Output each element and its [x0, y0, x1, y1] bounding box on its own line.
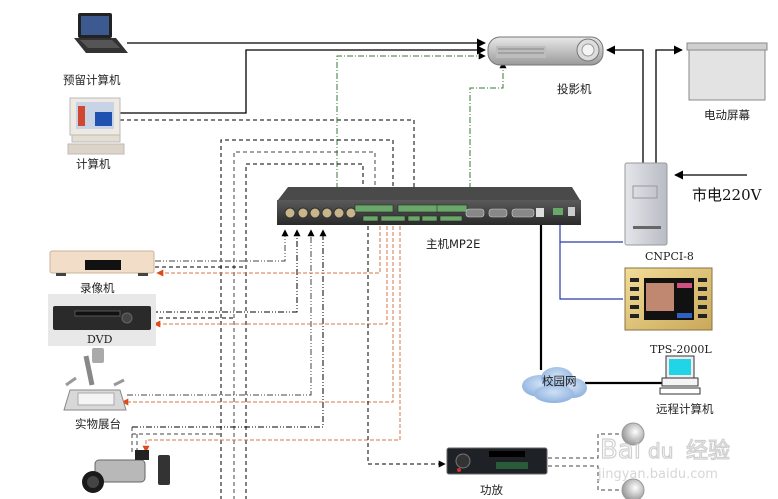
mains-label: 市电220V: [692, 186, 763, 204]
watermark-url: jingyan.baidu.com: [597, 467, 718, 482]
host: 主机MP2E: [277, 187, 581, 251]
line-camcorder-host: [132, 229, 327, 428]
document-camera-icon: [63, 348, 127, 411]
speaker-icon: [621, 422, 645, 446]
campus-network: 校园网: [522, 367, 587, 403]
vcr: 录像机: [49, 250, 155, 295]
line-pc-host: [120, 119, 418, 201]
line-loop-2: [233, 151, 379, 499]
cloud-icon: [522, 367, 587, 403]
camcorder: [82, 450, 170, 493]
touch-panel-label: TPS-2000L: [650, 343, 712, 356]
remote-pc-label: 远程计算机: [656, 402, 714, 416]
remote-pc: 远程计算机: [656, 355, 714, 416]
dvd-player-icon: [53, 306, 151, 330]
touch-panel-icon: [624, 267, 713, 331]
amplifier-label: 功放: [480, 483, 503, 497]
vcr-label: 录像机: [80, 281, 115, 295]
host-label: 主机MP2E: [426, 237, 480, 251]
watermark-brand-jingyan: 经验: [686, 439, 730, 464]
dvd-label: DVD: [87, 333, 113, 346]
dvd: DVD: [48, 294, 156, 346]
power-controller: CNPCI-8: [624, 162, 694, 263]
line-host-vcr-ctrl: [156, 226, 381, 277]
line-host-projector-a: [336, 52, 486, 200]
power-box-icon: [624, 162, 668, 246]
amplifier-icon: [446, 447, 548, 475]
watermark: Bai du 经验 jingyan.baidu.com: [597, 434, 731, 482]
laptop-icon: [74, 13, 128, 53]
line-visualizer-host: [127, 229, 315, 396]
line-host-panel: [559, 242, 623, 300]
projection-screen-icon: [686, 42, 768, 101]
control-host-icon: [277, 187, 581, 225]
visualizer-label: 实物展台: [75, 417, 121, 431]
projector: 投影机: [487, 36, 604, 96]
line-cnpci-screen: [655, 45, 683, 165]
line-host-projector-b: [469, 61, 507, 200]
screen-label: 电动屏幕: [704, 108, 750, 122]
reserve-pc-label: 预留计算机: [63, 73, 121, 87]
touch-panel: TPS-2000L: [624, 267, 713, 356]
camcorder-icon: [82, 450, 170, 493]
amplifier: 功放: [446, 447, 548, 497]
power-controller-label: CNPCI-8: [645, 250, 694, 263]
vcr-icon: [49, 250, 155, 276]
line-vcr-host: [155, 229, 289, 262]
pc-label: 计算机: [76, 157, 111, 171]
line-cnpci-projector: [606, 45, 644, 165]
line-host-amplifier: [367, 226, 446, 468]
projector-label: 投影机: [557, 82, 592, 96]
line-loop-3: [245, 163, 367, 499]
pc: 计算机: [67, 97, 125, 171]
line-host-visualizer-ctrl: [121, 226, 394, 406]
campus-network-label: 校园网: [542, 374, 577, 388]
line-loop-1: [220, 139, 397, 499]
remote-computer-icon: [659, 355, 701, 395]
line-pc-projector: [120, 45, 486, 114]
line-host-camcorder-ctrl: [142, 226, 401, 453]
watermark-brand-du: du: [648, 439, 673, 463]
connections: [120, 38, 747, 499]
watermark-brand: Bai: [600, 435, 641, 465]
line-host-dvd-ctrl: [153, 226, 388, 328]
desktop-computer-icon: [67, 97, 125, 155]
line-dvd-host: [152, 229, 301, 313]
projector-icon: [487, 36, 604, 66]
visualizer: 实物展台: [63, 348, 127, 431]
screen: 电动屏幕: [686, 42, 768, 122]
line-amp-speakers-b: [548, 465, 620, 491]
speakers: [621, 422, 645, 499]
reserve-pc: 预留计算机: [63, 13, 128, 87]
speaker-icon: [621, 478, 645, 499]
line-amp-speakers-a: [548, 433, 620, 459]
